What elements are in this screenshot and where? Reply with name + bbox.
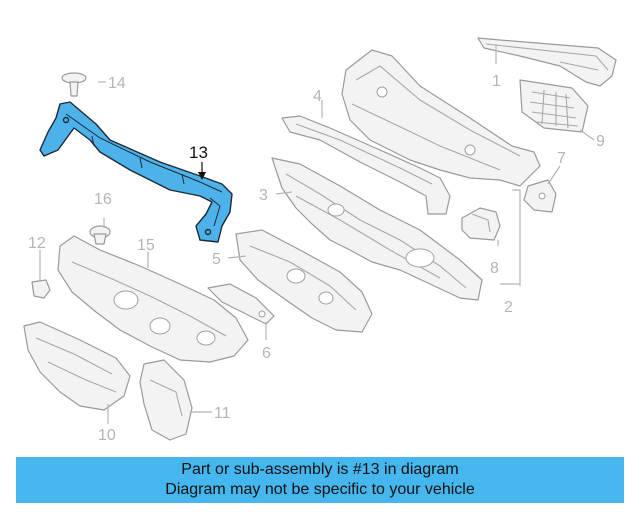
banner-line-2: Diagram may not be specific to your vehi… <box>165 481 475 498</box>
part-8-bracket <box>461 207 501 241</box>
part-13-reinforcement <box>39 101 233 243</box>
part-7-small-bracket <box>523 179 557 213</box>
callout-labels: 1 2 3 4 5 6 7 8 9 10 11 12 13 14 15 16 <box>28 73 605 444</box>
part-5-insulator <box>235 229 373 333</box>
callout-16: 16 <box>94 191 112 208</box>
callout-4: 4 <box>313 88 322 105</box>
part-9-vent-grille <box>519 79 589 133</box>
part-14-push-clip <box>61 72 87 97</box>
callout-1: 1 <box>492 73 501 90</box>
leader-lines <box>39 44 595 424</box>
callout-2: 2 <box>504 299 513 316</box>
part-1-cowl-strip <box>477 37 617 87</box>
part-10-lower-insulator <box>23 321 131 411</box>
part-6-clip <box>207 283 275 325</box>
callout-5: 5 <box>212 251 221 268</box>
part-12-clip <box>31 279 51 299</box>
callout-6: 6 <box>262 345 271 362</box>
part-16-grommet <box>89 225 111 245</box>
callout-3: 3 <box>259 187 268 204</box>
callout-13: 13 <box>189 143 208 162</box>
callout-9: 9 <box>596 133 605 150</box>
callout-10: 10 <box>98 427 116 444</box>
callout-14: 14 <box>108 75 126 92</box>
part-4-cowl-panel <box>281 49 541 215</box>
banner-line-1: Part or sub-assembly is #13 in diagram <box>181 461 459 478</box>
callout-7: 7 <box>557 150 566 167</box>
callout-11: 11 <box>214 405 231 422</box>
callout-15: 15 <box>137 237 155 254</box>
callout-8: 8 <box>490 260 499 277</box>
parts-diagram: 1 2 3 4 5 6 7 8 9 10 11 12 13 14 15 16 <box>23 37 617 444</box>
part-15-dash-insulator <box>57 235 249 363</box>
callout-12: 12 <box>28 235 46 252</box>
part-3-dash-panel <box>271 157 483 301</box>
info-banner: Part or sub-assembly is #13 in diagram D… <box>16 457 624 503</box>
part-11-side-insulator <box>139 359 193 441</box>
